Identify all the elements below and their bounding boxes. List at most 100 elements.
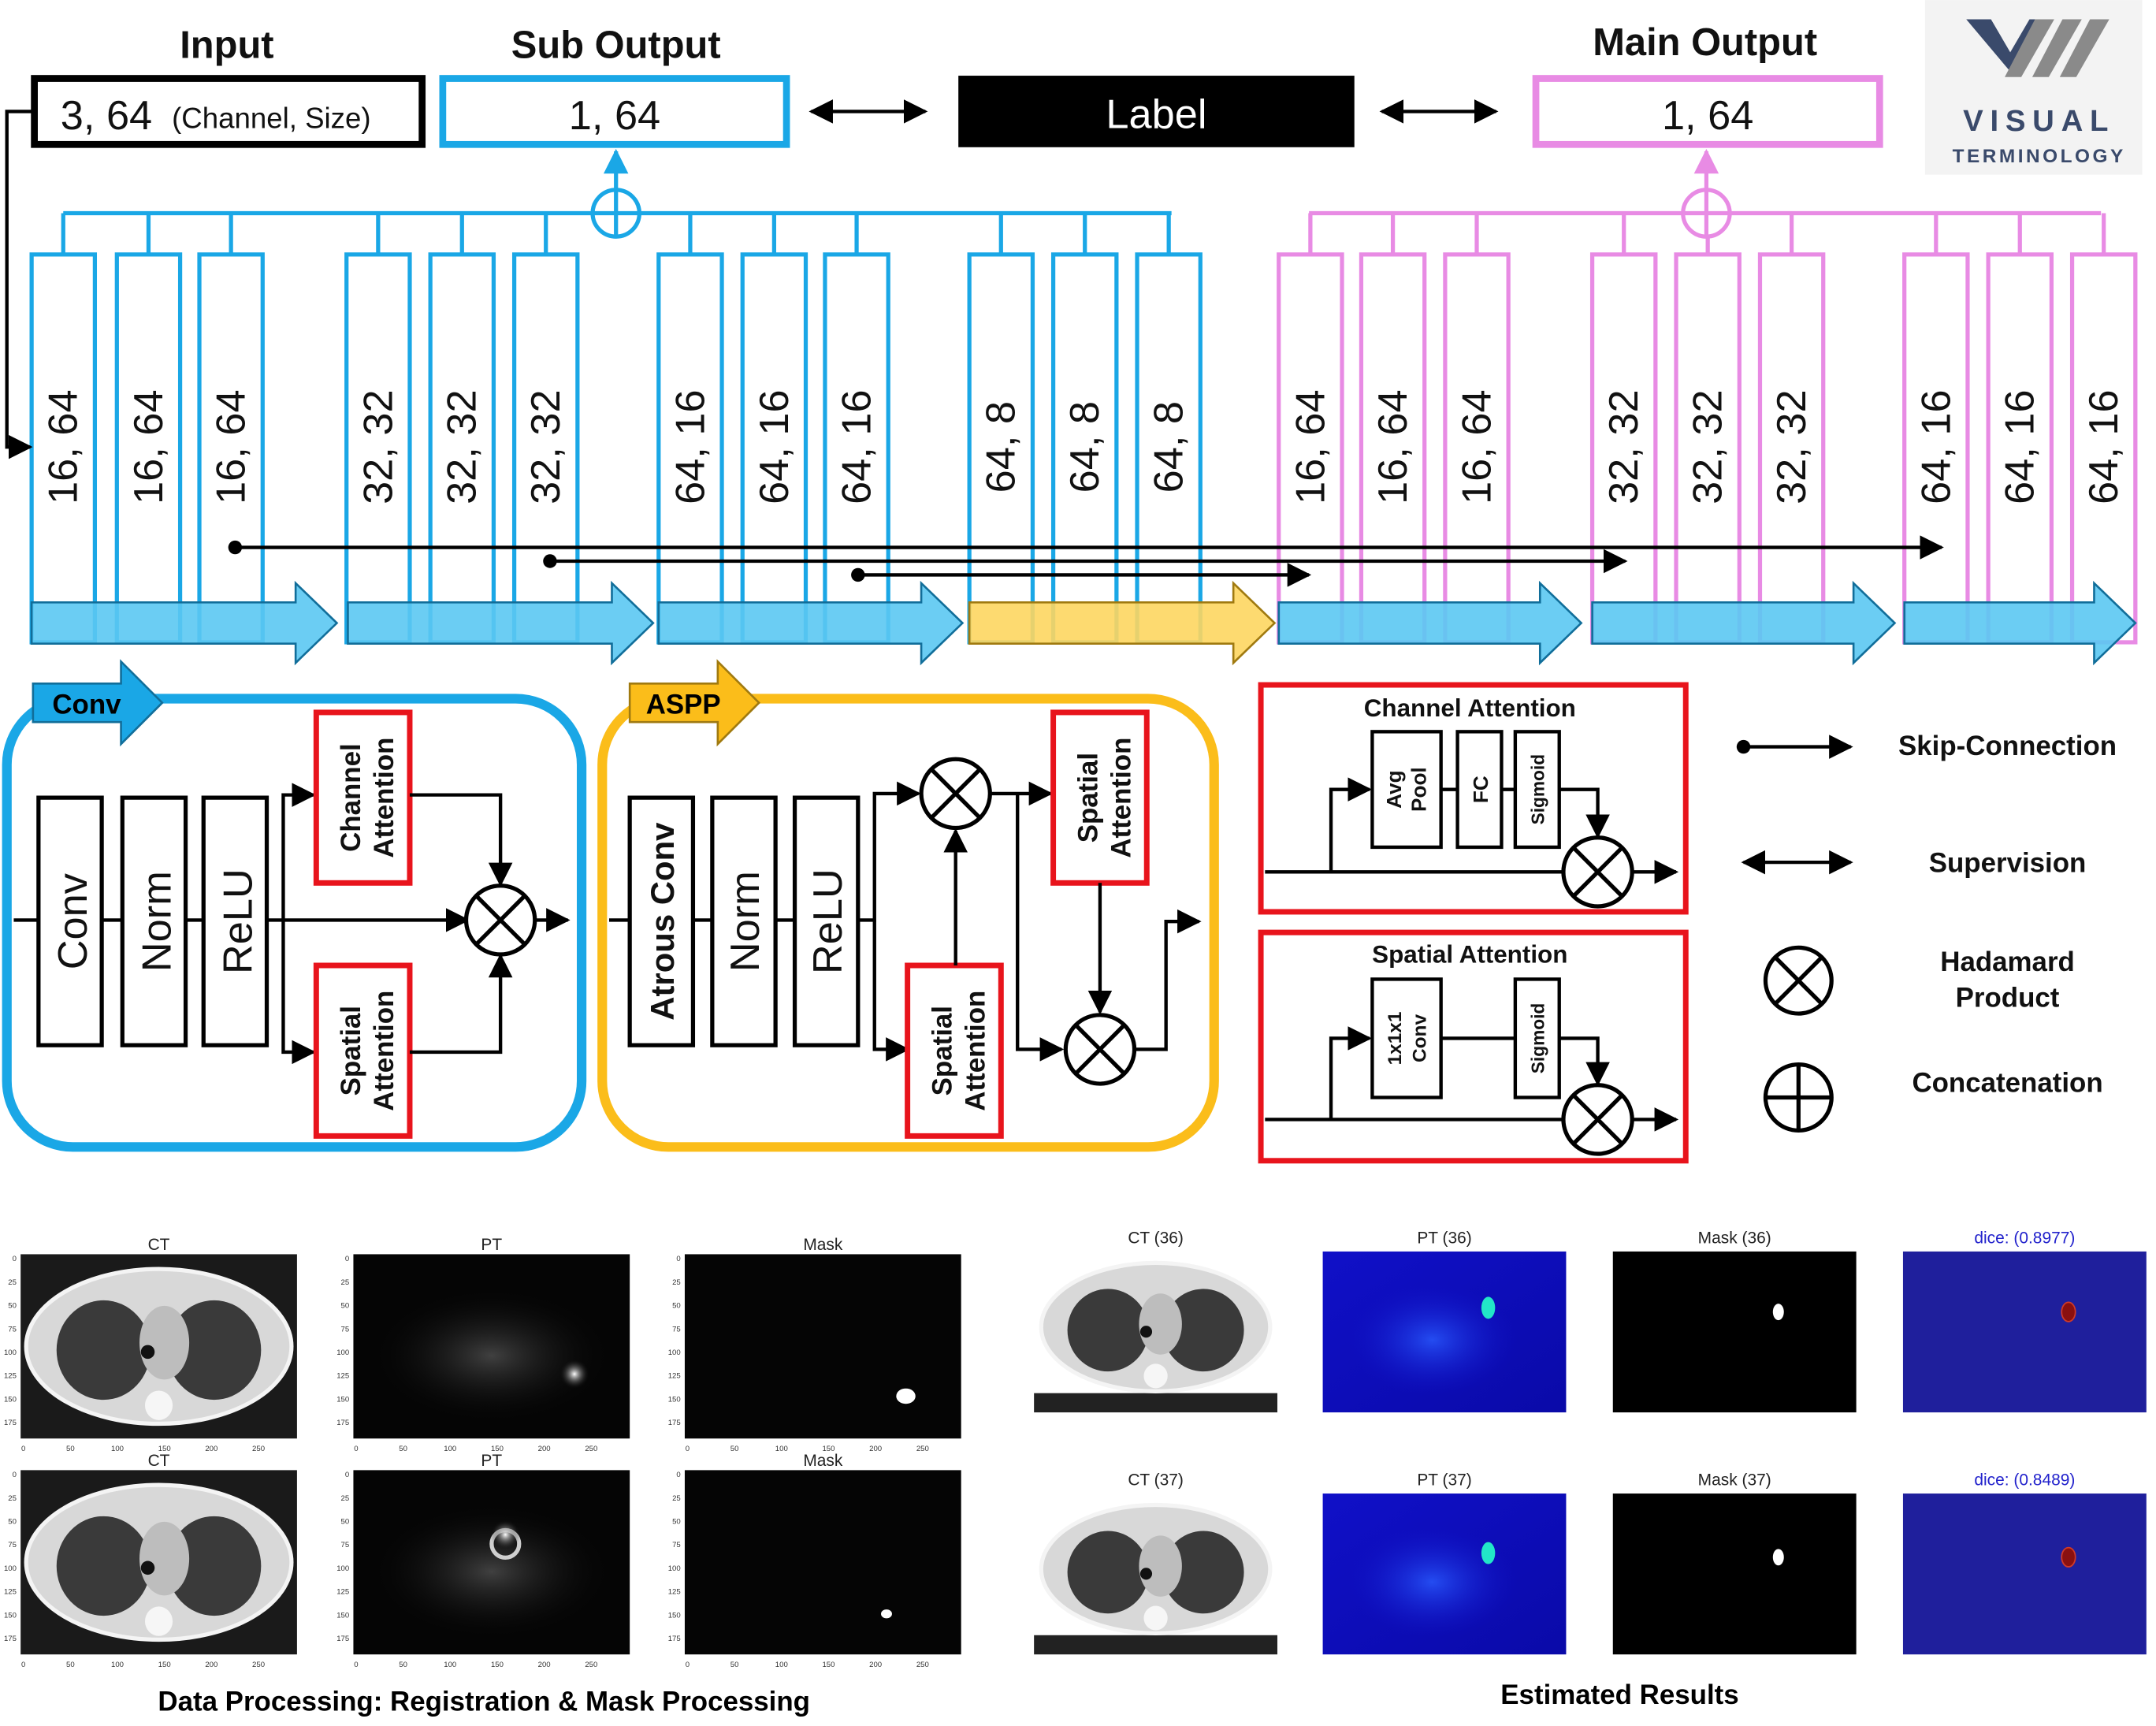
legend-concat-icon: [1763, 1062, 1834, 1133]
y-tick-label: 125: [336, 1372, 349, 1381]
y-tick-label: 175: [336, 1419, 349, 1427]
ca-hadamard-icon: [1561, 835, 1634, 909]
conv-spatial-attention-1: Spatial: [336, 1006, 366, 1095]
x-tick-label: 200: [538, 1661, 551, 1669]
norm-label: Norm: [134, 871, 180, 972]
channel-attention-title: Channel Attention: [1364, 694, 1576, 722]
result-panel: CT (36): [1034, 1229, 1278, 1413]
x-tick-label: 50: [399, 1445, 407, 1453]
aspp-hadamard-bottom-icon: [1063, 1013, 1137, 1086]
y-tick-label: 25: [341, 1494, 350, 1503]
column-shape-label: 64, 16: [667, 389, 713, 504]
conv-stage-arrow: [1277, 580, 1583, 666]
sa-conv-label-2: Conv: [1409, 1014, 1430, 1062]
column-shape-label: 32, 32: [355, 389, 401, 504]
x-tick-label: 100: [775, 1661, 788, 1669]
x-tick-label: 100: [444, 1661, 456, 1669]
x-tick-label: 250: [252, 1661, 265, 1669]
logo-line1: VISUAL: [1963, 104, 2115, 138]
y-tick-label: 100: [668, 1348, 681, 1357]
logo-line2: TERMINOLOGY: [1953, 146, 2126, 167]
main-output-value: 1, 64: [1662, 93, 1753, 139]
x-tick-label: 150: [822, 1445, 835, 1453]
legend-hadamard-label-2: Product: [1956, 982, 2060, 1013]
aspp-tag: ASPP: [646, 690, 721, 720]
panel-title: Mask: [803, 1236, 843, 1254]
aspp-spatial-top-1: Spatial: [1072, 753, 1103, 843]
feature-column: 64, 16: [740, 213, 808, 645]
y-tick-label: 0: [676, 1255, 680, 1263]
result-title: Mask (36): [1698, 1229, 1771, 1247]
aspp-spatial-bottom-2: Attention: [960, 991, 991, 1111]
conv-stage-arrow: [1903, 580, 2137, 666]
conv-stage-arrow: [347, 580, 655, 666]
header: Input Sub Output Main Output: [180, 21, 1817, 66]
x-tick-label: 150: [158, 1445, 171, 1453]
y-tick-label: 125: [668, 1372, 681, 1381]
conv-stage-arrow: [657, 580, 965, 666]
legend-hadamard-label-1: Hadamard: [1940, 947, 2075, 977]
x-tick-label: 200: [869, 1445, 882, 1453]
conv-stage-arrow: [1591, 580, 1897, 666]
sa-sigmoid-label: Sigmoid: [1528, 1003, 1548, 1073]
y-tick-label: 75: [341, 1541, 350, 1549]
x-tick-label: 250: [916, 1661, 929, 1669]
fc-label: FC: [1469, 776, 1492, 803]
y-tick-label: 0: [13, 1255, 17, 1263]
relu-label: ReLU: [215, 869, 261, 974]
y-tick-label: 0: [345, 1255, 349, 1263]
spatial-attention-title: Spatial Attention: [1372, 941, 1567, 969]
column-shape-label: 32, 32: [1769, 389, 1815, 504]
feature-column: 64, 16: [1986, 213, 2054, 645]
input-title: Input: [180, 24, 273, 66]
conv-hadamard-icon: [463, 883, 537, 957]
y-tick-label: 125: [4, 1588, 17, 1597]
result-panel: dice: (0.8489): [1902, 1471, 2147, 1655]
y-tick-label: 100: [4, 1564, 17, 1573]
y-tick-label: 75: [8, 1325, 17, 1334]
x-tick-label: 0: [21, 1445, 25, 1453]
panel-title: CT: [148, 1236, 170, 1254]
aspp-relu-label: ReLU: [805, 869, 851, 974]
feature-column: 64, 16: [656, 213, 724, 645]
result-panel: PT (37): [1322, 1471, 1567, 1655]
result-title: CT (37): [1128, 1471, 1184, 1490]
y-tick-label: 50: [672, 1518, 681, 1527]
legend-hadamard-icon: [1763, 945, 1834, 1016]
x-tick-label: 50: [399, 1661, 407, 1669]
x-tick-label: 150: [491, 1661, 504, 1669]
y-tick-label: 175: [668, 1635, 681, 1643]
y-tick-label: 150: [4, 1611, 17, 1620]
result-panel: Mask (37): [1612, 1471, 1857, 1655]
x-tick-label: 200: [538, 1445, 551, 1453]
main-output-title: Main Output: [1593, 21, 1817, 64]
conv-label: Conv: [50, 873, 96, 969]
x-tick-label: 0: [686, 1445, 690, 1453]
y-tick-label: 50: [341, 1518, 350, 1527]
input-feed-arrow: [5, 110, 35, 459]
feature-column: 16, 64: [1277, 213, 1344, 645]
aspp-spatial-top-2: Attention: [1106, 738, 1136, 858]
y-tick-label: 25: [672, 1494, 681, 1503]
column-shape-label: 64, 16: [2081, 389, 2127, 504]
result-panel: dice: (0.8977): [1902, 1229, 2147, 1413]
y-tick-label: 75: [672, 1325, 681, 1334]
input-value: 3, 64: [61, 93, 152, 139]
result-panel: PT (36): [1322, 1229, 1567, 1413]
y-tick-label: 100: [336, 1348, 349, 1357]
y-tick-label: 175: [4, 1635, 17, 1643]
label-box: [958, 76, 1355, 147]
feature-column: 64, 16: [2069, 213, 2138, 645]
y-tick-label: 150: [668, 1395, 681, 1404]
x-tick-label: 0: [21, 1661, 25, 1669]
conv-tag: Conv: [52, 690, 121, 720]
column-shape-label: 16, 64: [209, 389, 255, 504]
column-shape-label: 64, 8: [1062, 401, 1108, 493]
x-tick-label: 150: [158, 1661, 171, 1669]
results-panels: CT (36)PT (36) Mask (36) dice: (0.8977) CT …: [1034, 1229, 2147, 1655]
x-tick-label: 250: [585, 1445, 597, 1453]
x-tick-label: 50: [730, 1445, 739, 1453]
x-tick-label: 0: [686, 1661, 690, 1669]
